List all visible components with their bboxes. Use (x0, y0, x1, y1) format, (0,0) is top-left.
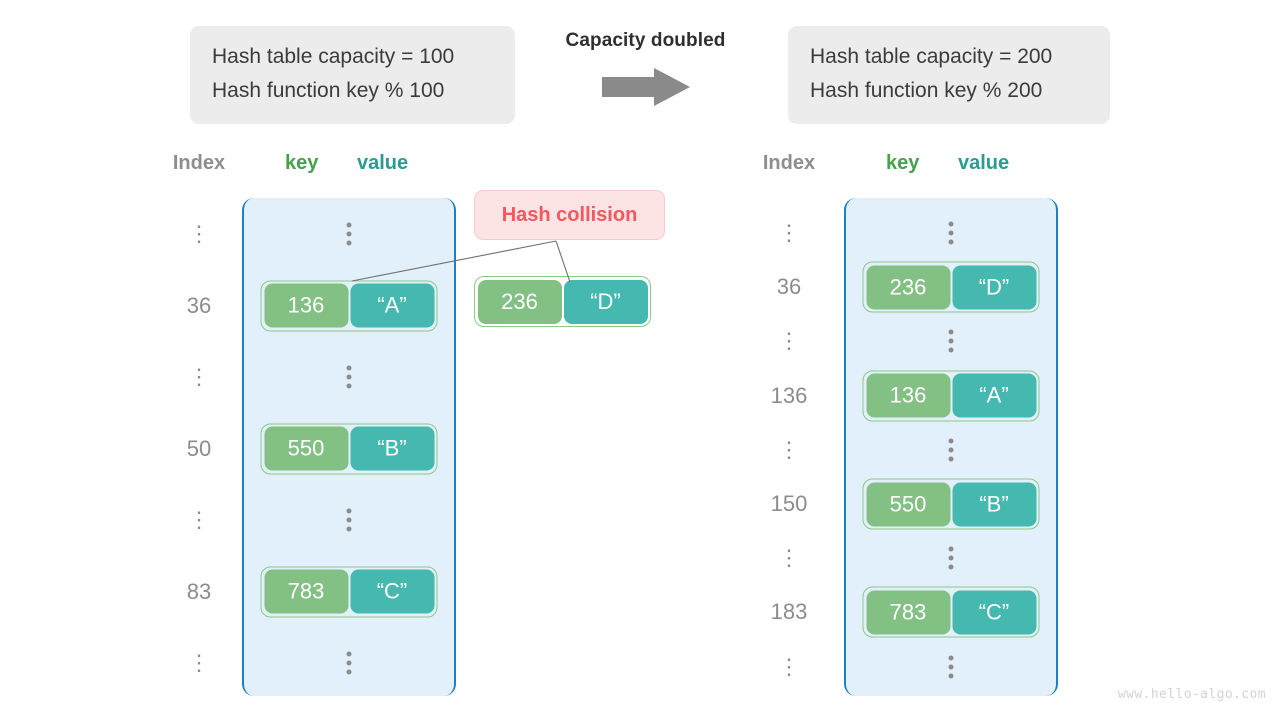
bucket-row (244, 635, 454, 691)
header-key-left: key (285, 152, 319, 174)
index-label: 136 (770, 382, 808, 408)
info-line-capacity-after: Hash table capacity = 200 (810, 45, 1053, 68)
header-index-left: Index (172, 152, 226, 174)
bucket-array-after: 236“D” 136“A” 550“B” 783“C” (844, 198, 1058, 696)
pair-key: 783 (866, 590, 950, 635)
pair-key: 236 (477, 279, 562, 324)
key-value-pair: 136“A” (862, 370, 1040, 422)
index-label: 36 (186, 292, 212, 318)
ellipsis-vertical-icon (948, 546, 954, 570)
info-line-function-before: Hash function key % 100 (212, 79, 445, 103)
pair-value: “A” (952, 373, 1036, 418)
ellipsis-vertical-icon (948, 655, 954, 679)
bucket-row (846, 530, 1056, 586)
bucket-row (244, 492, 454, 548)
bucket-row: 550“B” (244, 421, 454, 477)
bucket-row: 783“C” (846, 584, 1056, 640)
index-ellipsis: ⋮ (778, 328, 800, 354)
bucket-row: 136“A” (244, 278, 454, 334)
bucket-row (244, 206, 454, 262)
key-value-pair: 550“B” (862, 478, 1040, 530)
header-key-right: key (886, 152, 920, 174)
pair-value: “B” (952, 482, 1036, 526)
key-value-pair: 136“A” (260, 280, 438, 331)
pair-key: 236 (866, 265, 950, 310)
bucket-row (846, 422, 1056, 478)
hash-collision-label: Hash collision (501, 203, 638, 226)
ellipsis-vertical-icon (948, 329, 954, 353)
pair-key: 783 (264, 569, 348, 614)
arrow-right-icon (548, 66, 743, 108)
pair-value: “A” (350, 283, 434, 328)
watermark: www.hello-algo.com (1117, 687, 1266, 702)
bucket-array-before: 136“A” 550“B” 783“C” (242, 198, 456, 696)
pair-value: “D” (952, 265, 1036, 310)
header-value-left: value (357, 152, 409, 174)
index-ellipsis: ⋮ (778, 220, 800, 245)
info-box-after: Hash table capacity = 200 Hash function … (788, 26, 1110, 125)
index-label: 83 (186, 578, 212, 604)
colliding-entry-pair: 236 “D” (474, 276, 651, 327)
index-label: 150 (770, 491, 808, 516)
index-label: 50 (186, 435, 212, 461)
ellipsis-vertical-icon (346, 651, 352, 675)
pair-key: 136 (866, 373, 950, 418)
bucket-row (846, 639, 1056, 695)
bucket-row: 236“D” (846, 259, 1056, 315)
pair-key: 550 (264, 426, 348, 471)
ellipsis-vertical-icon (948, 438, 954, 462)
header-value-right: value (958, 152, 1010, 174)
index-label: 36 (776, 274, 802, 300)
key-value-pair: 550“B” (260, 423, 438, 474)
bucket-row (846, 313, 1056, 369)
ellipsis-vertical-icon (346, 508, 352, 532)
ellipsis-vertical-icon (948, 221, 954, 245)
capacity-doubled-label: Capacity doubled (565, 30, 726, 51)
key-value-pair: 783“C” (260, 566, 438, 617)
index-ellipsis: ⋮ (188, 221, 210, 246)
pair-value: “B” (350, 426, 434, 471)
header-index-right: Index (762, 152, 816, 174)
key-value-pair: 236“D” (862, 261, 1040, 313)
index-ellipsis: ⋮ (778, 436, 800, 462)
index-ellipsis: ⋮ (778, 653, 800, 679)
info-line-capacity-before: Hash table capacity = 100 (212, 45, 455, 68)
info-box-before: Hash table capacity = 100 Hash function … (190, 26, 515, 125)
bucket-row: 550“B” (846, 476, 1056, 532)
key-value-pair: 783“C” (862, 586, 1040, 638)
info-line-function-after: Hash function key % 200 (810, 79, 1043, 103)
bucket-row: 783“C” (244, 564, 454, 620)
pair-value: “C” (350, 569, 434, 614)
pair-value: “C” (952, 590, 1036, 635)
bucket-row (846, 205, 1056, 261)
ellipsis-vertical-icon (346, 365, 352, 389)
ellipsis-vertical-icon (346, 222, 352, 246)
pair-value: “D” (563, 279, 648, 324)
hash-collision-callout: Hash collision (474, 190, 665, 240)
pair-key: 550 (866, 482, 950, 526)
transition-group: Capacity doubled (548, 30, 743, 108)
index-ellipsis: ⋮ (188, 507, 210, 532)
pair-key: 136 (264, 283, 348, 328)
index-ellipsis: ⋮ (188, 364, 210, 389)
bucket-row: 136“A” (846, 368, 1056, 424)
index-ellipsis: ⋮ (188, 650, 210, 675)
index-label: 183 (770, 599, 808, 625)
index-ellipsis: ⋮ (778, 545, 800, 571)
bucket-row (244, 349, 454, 405)
